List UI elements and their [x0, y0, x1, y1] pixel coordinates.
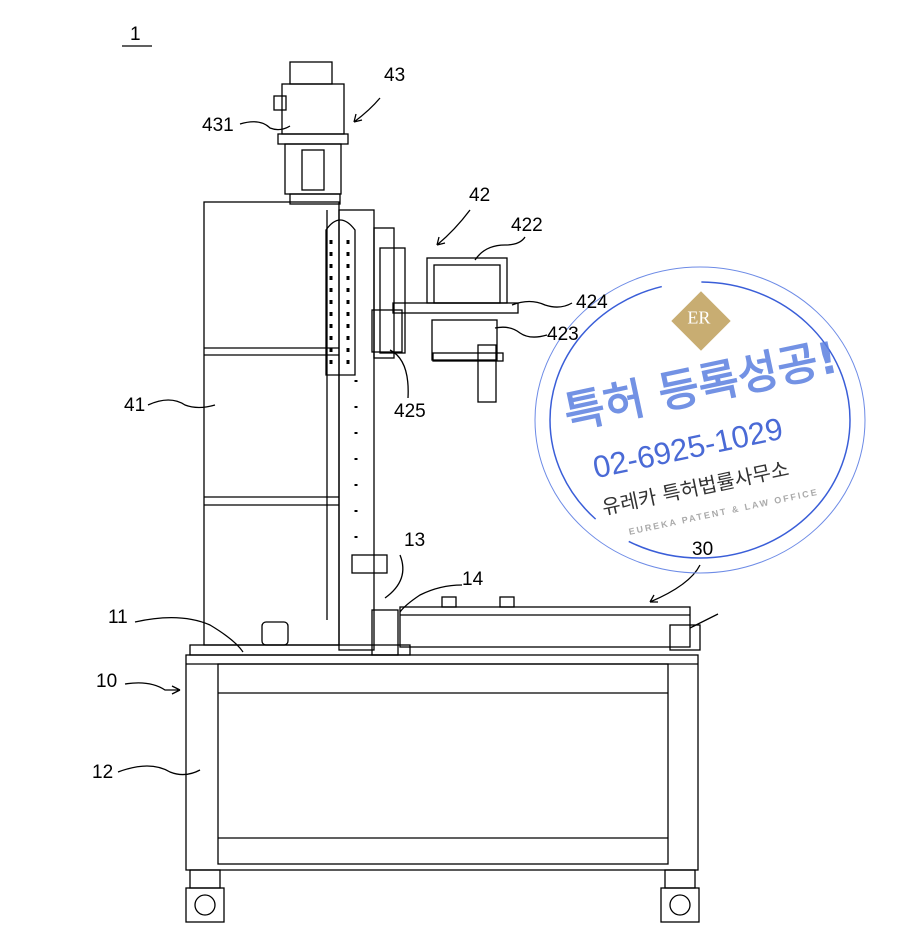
- label-11: 11: [108, 608, 128, 627]
- label-423: 423: [547, 325, 579, 344]
- label-10: 10: [96, 672, 117, 691]
- label-30: 30: [692, 540, 713, 559]
- label-41: 41: [124, 396, 145, 415]
- label-43: 43: [384, 66, 405, 85]
- label-425: 425: [394, 402, 426, 421]
- label-13: 13: [404, 531, 425, 550]
- label-431: 431: [202, 116, 234, 135]
- label-12: 12: [92, 763, 113, 782]
- label-42: 42: [469, 186, 490, 205]
- label-424: 424: [576, 293, 608, 312]
- label-14: 14: [462, 570, 483, 589]
- figure-number: 1: [130, 25, 141, 44]
- label-422: 422: [511, 216, 543, 235]
